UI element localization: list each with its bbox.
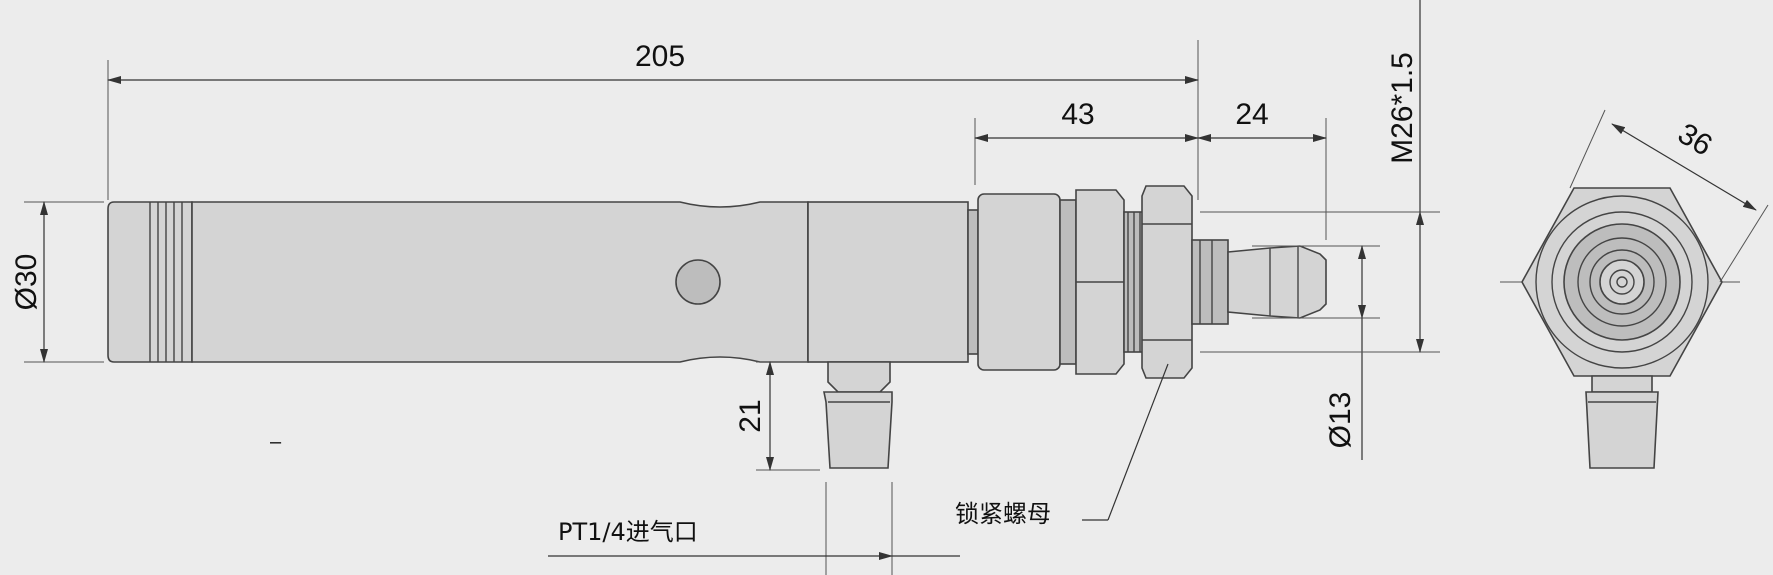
hose-barb [1228, 246, 1326, 318]
end-view [1500, 188, 1740, 468]
dim-205-label: 205 [635, 40, 685, 73]
end-view-inlet [1592, 376, 1652, 392]
connector-housing [978, 194, 1060, 370]
inlet-nozzle [828, 362, 890, 392]
dim-thread-label: M26*1.5 [1386, 52, 1419, 164]
dim-21-label: 21 [734, 399, 767, 432]
dim-36-label: 36 [1672, 117, 1718, 162]
dim-fitting-length: 24 [1198, 98, 1326, 240]
rear-section [808, 202, 968, 362]
dim-inlet-height: 21 [734, 362, 820, 470]
dim-inlet-width: PT1/4进气口 [548, 482, 960, 575]
dim-overall-length: 205 [108, 40, 1198, 200]
stray-mark: – [270, 431, 282, 453]
fitting-base [1192, 240, 1228, 324]
dim-d13-label: Ø13 [1324, 392, 1357, 449]
side-view [108, 186, 1326, 468]
dim-body-diameter: Ø30 [10, 202, 104, 362]
inlet-thread [824, 392, 892, 468]
dim-24-label: 24 [1235, 98, 1268, 131]
side-port-hole [676, 260, 720, 304]
dim-d30-label: Ø30 [10, 254, 43, 311]
lock-nut [1142, 186, 1192, 378]
inlet-label: PT1/4进气口 [558, 518, 698, 546]
lock-nut-callout: 锁紧螺母 [955, 364, 1168, 528]
dim-connector-length: 43 [975, 98, 1198, 185]
lock-nut-label: 锁紧螺母 [955, 500, 1051, 528]
dim-43-label: 43 [1061, 98, 1094, 131]
connector-step [1060, 200, 1076, 364]
connector-collar [968, 210, 978, 354]
